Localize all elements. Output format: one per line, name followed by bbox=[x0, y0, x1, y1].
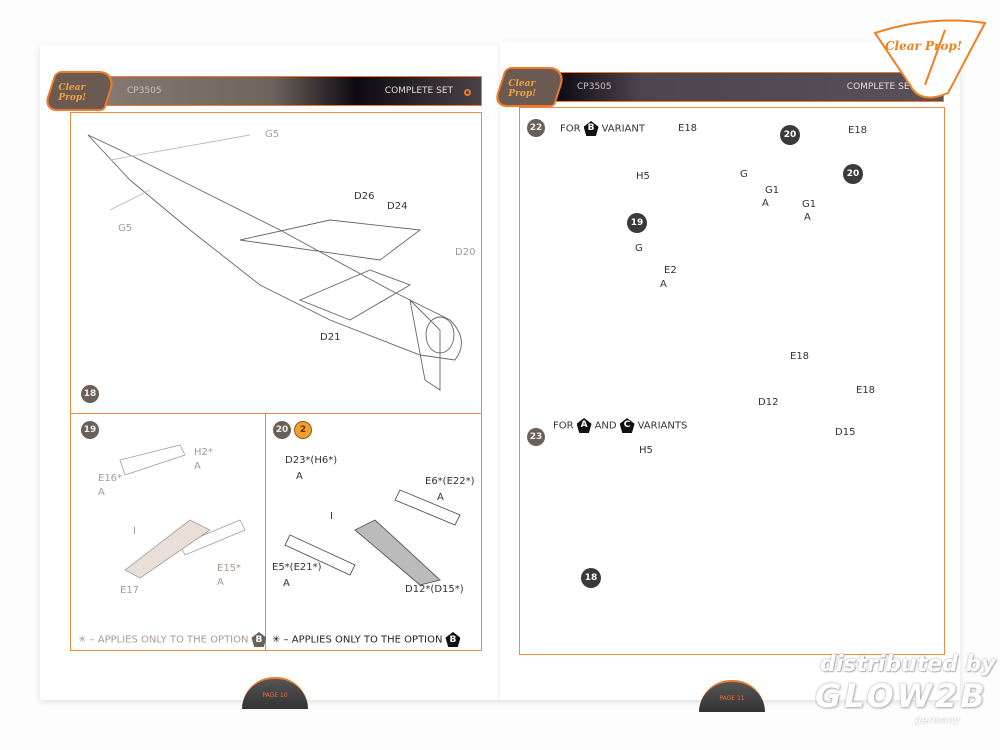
label-a: A bbox=[762, 198, 769, 209]
label-i: I bbox=[330, 511, 333, 522]
label-h5: H5 bbox=[639, 445, 653, 456]
header-dot-icon bbox=[464, 89, 471, 96]
option-b-badge: B bbox=[445, 632, 461, 647]
label-e18: E18 bbox=[848, 125, 868, 136]
left-header-bar: Clear Prop! CP3505 COMPLETE SET bbox=[42, 71, 482, 111]
steps-22-23-panel bbox=[519, 107, 945, 655]
variant-text: VARIANT bbox=[601, 123, 645, 135]
label-e18: E18 bbox=[790, 351, 810, 362]
label-h5: H5 bbox=[636, 171, 650, 182]
for-text: FOR bbox=[560, 123, 581, 135]
label-e5: E5*(E21*) bbox=[272, 562, 322, 573]
label-e2: E2 bbox=[664, 265, 677, 276]
product-code: CP3505 bbox=[577, 82, 612, 92]
step-18-number: 18 bbox=[81, 385, 99, 403]
clear-prop-corner-logo: Clear Prop! bbox=[873, 19, 987, 99]
step-20-badge: 2 bbox=[294, 421, 312, 439]
right-page bbox=[500, 42, 960, 700]
label-a: A bbox=[217, 577, 224, 588]
label-g: G bbox=[635, 243, 643, 254]
label-d15: D15 bbox=[835, 427, 856, 438]
label-d20: D20 bbox=[455, 247, 476, 258]
step-ref-20: 20 bbox=[843, 164, 863, 184]
label-d12: D12 bbox=[758, 397, 779, 408]
note-text: ✳ – APPLIES ONLY TO THE OPTION bbox=[272, 634, 443, 646]
watermark-line2: GLOW2B bbox=[815, 677, 988, 715]
step-23-number: 23 bbox=[527, 428, 545, 446]
variants-text: VARIANTS bbox=[637, 420, 688, 432]
label-e18: E18 bbox=[856, 385, 876, 396]
label-a: A bbox=[660, 279, 667, 290]
label-e18: E18 bbox=[678, 123, 698, 134]
logo-text: Clear Prop! bbox=[885, 39, 962, 53]
variant-b-badge: B bbox=[583, 121, 599, 136]
label-a: A bbox=[437, 492, 444, 503]
watermark-line3: germany bbox=[915, 716, 960, 726]
watermark-line1: distributed by bbox=[820, 652, 996, 677]
label-d26: D26 bbox=[354, 191, 375, 202]
label-a: A bbox=[804, 212, 811, 223]
label-g1: G1 bbox=[802, 199, 817, 210]
label-e17: E17 bbox=[120, 585, 140, 596]
step-22-number: 22 bbox=[527, 119, 545, 137]
label-d23: D23*(H6*) bbox=[285, 455, 338, 466]
right-header-bar: Clear Prop! CP3505 COMPLETE SET bbox=[492, 67, 944, 107]
note-text: ✳ – APPLIES ONLY TO THE OPTION bbox=[78, 634, 249, 646]
header-title: COMPLETE SET bbox=[846, 82, 915, 92]
label-g: G bbox=[740, 169, 748, 180]
label-e16: E16* bbox=[98, 473, 123, 484]
step-19-number: 19 bbox=[81, 421, 99, 439]
step-ref-20: 20 bbox=[780, 125, 800, 145]
and-text: AND bbox=[594, 420, 617, 432]
label-a: A bbox=[98, 487, 105, 498]
option-b-badge: B bbox=[251, 632, 267, 647]
label-d24: D24 bbox=[387, 201, 408, 212]
step-ref-18: 18 bbox=[581, 568, 601, 588]
label-g5-left: G5 bbox=[118, 223, 133, 234]
label-a: A bbox=[194, 461, 201, 472]
label-g5-top: G5 bbox=[265, 129, 280, 140]
variant-c-badge: C bbox=[619, 418, 635, 433]
label-e15: E15* bbox=[217, 563, 242, 574]
label-a: A bbox=[296, 471, 303, 482]
variant-a-badge: A bbox=[576, 418, 592, 433]
label-d21: D21 bbox=[320, 332, 341, 343]
clear-prop-logo: Clear Prop! bbox=[492, 67, 568, 107]
label-e6: E6*(E22*) bbox=[425, 476, 475, 487]
header-title: COMPLETE SET bbox=[384, 86, 453, 96]
step20-panel bbox=[265, 413, 482, 651]
label-i: I bbox=[133, 526, 136, 537]
label-d12: D12*(D15*) bbox=[405, 584, 464, 595]
for-text: FOR bbox=[553, 420, 574, 432]
label-a: A bbox=[283, 578, 290, 589]
step-ref-19: 19 bbox=[627, 213, 647, 233]
label-h2: H2* bbox=[194, 447, 213, 458]
label-g1: G1 bbox=[765, 185, 780, 196]
product-code: CP3505 bbox=[127, 86, 162, 96]
step-20-number: 20 bbox=[273, 421, 291, 439]
